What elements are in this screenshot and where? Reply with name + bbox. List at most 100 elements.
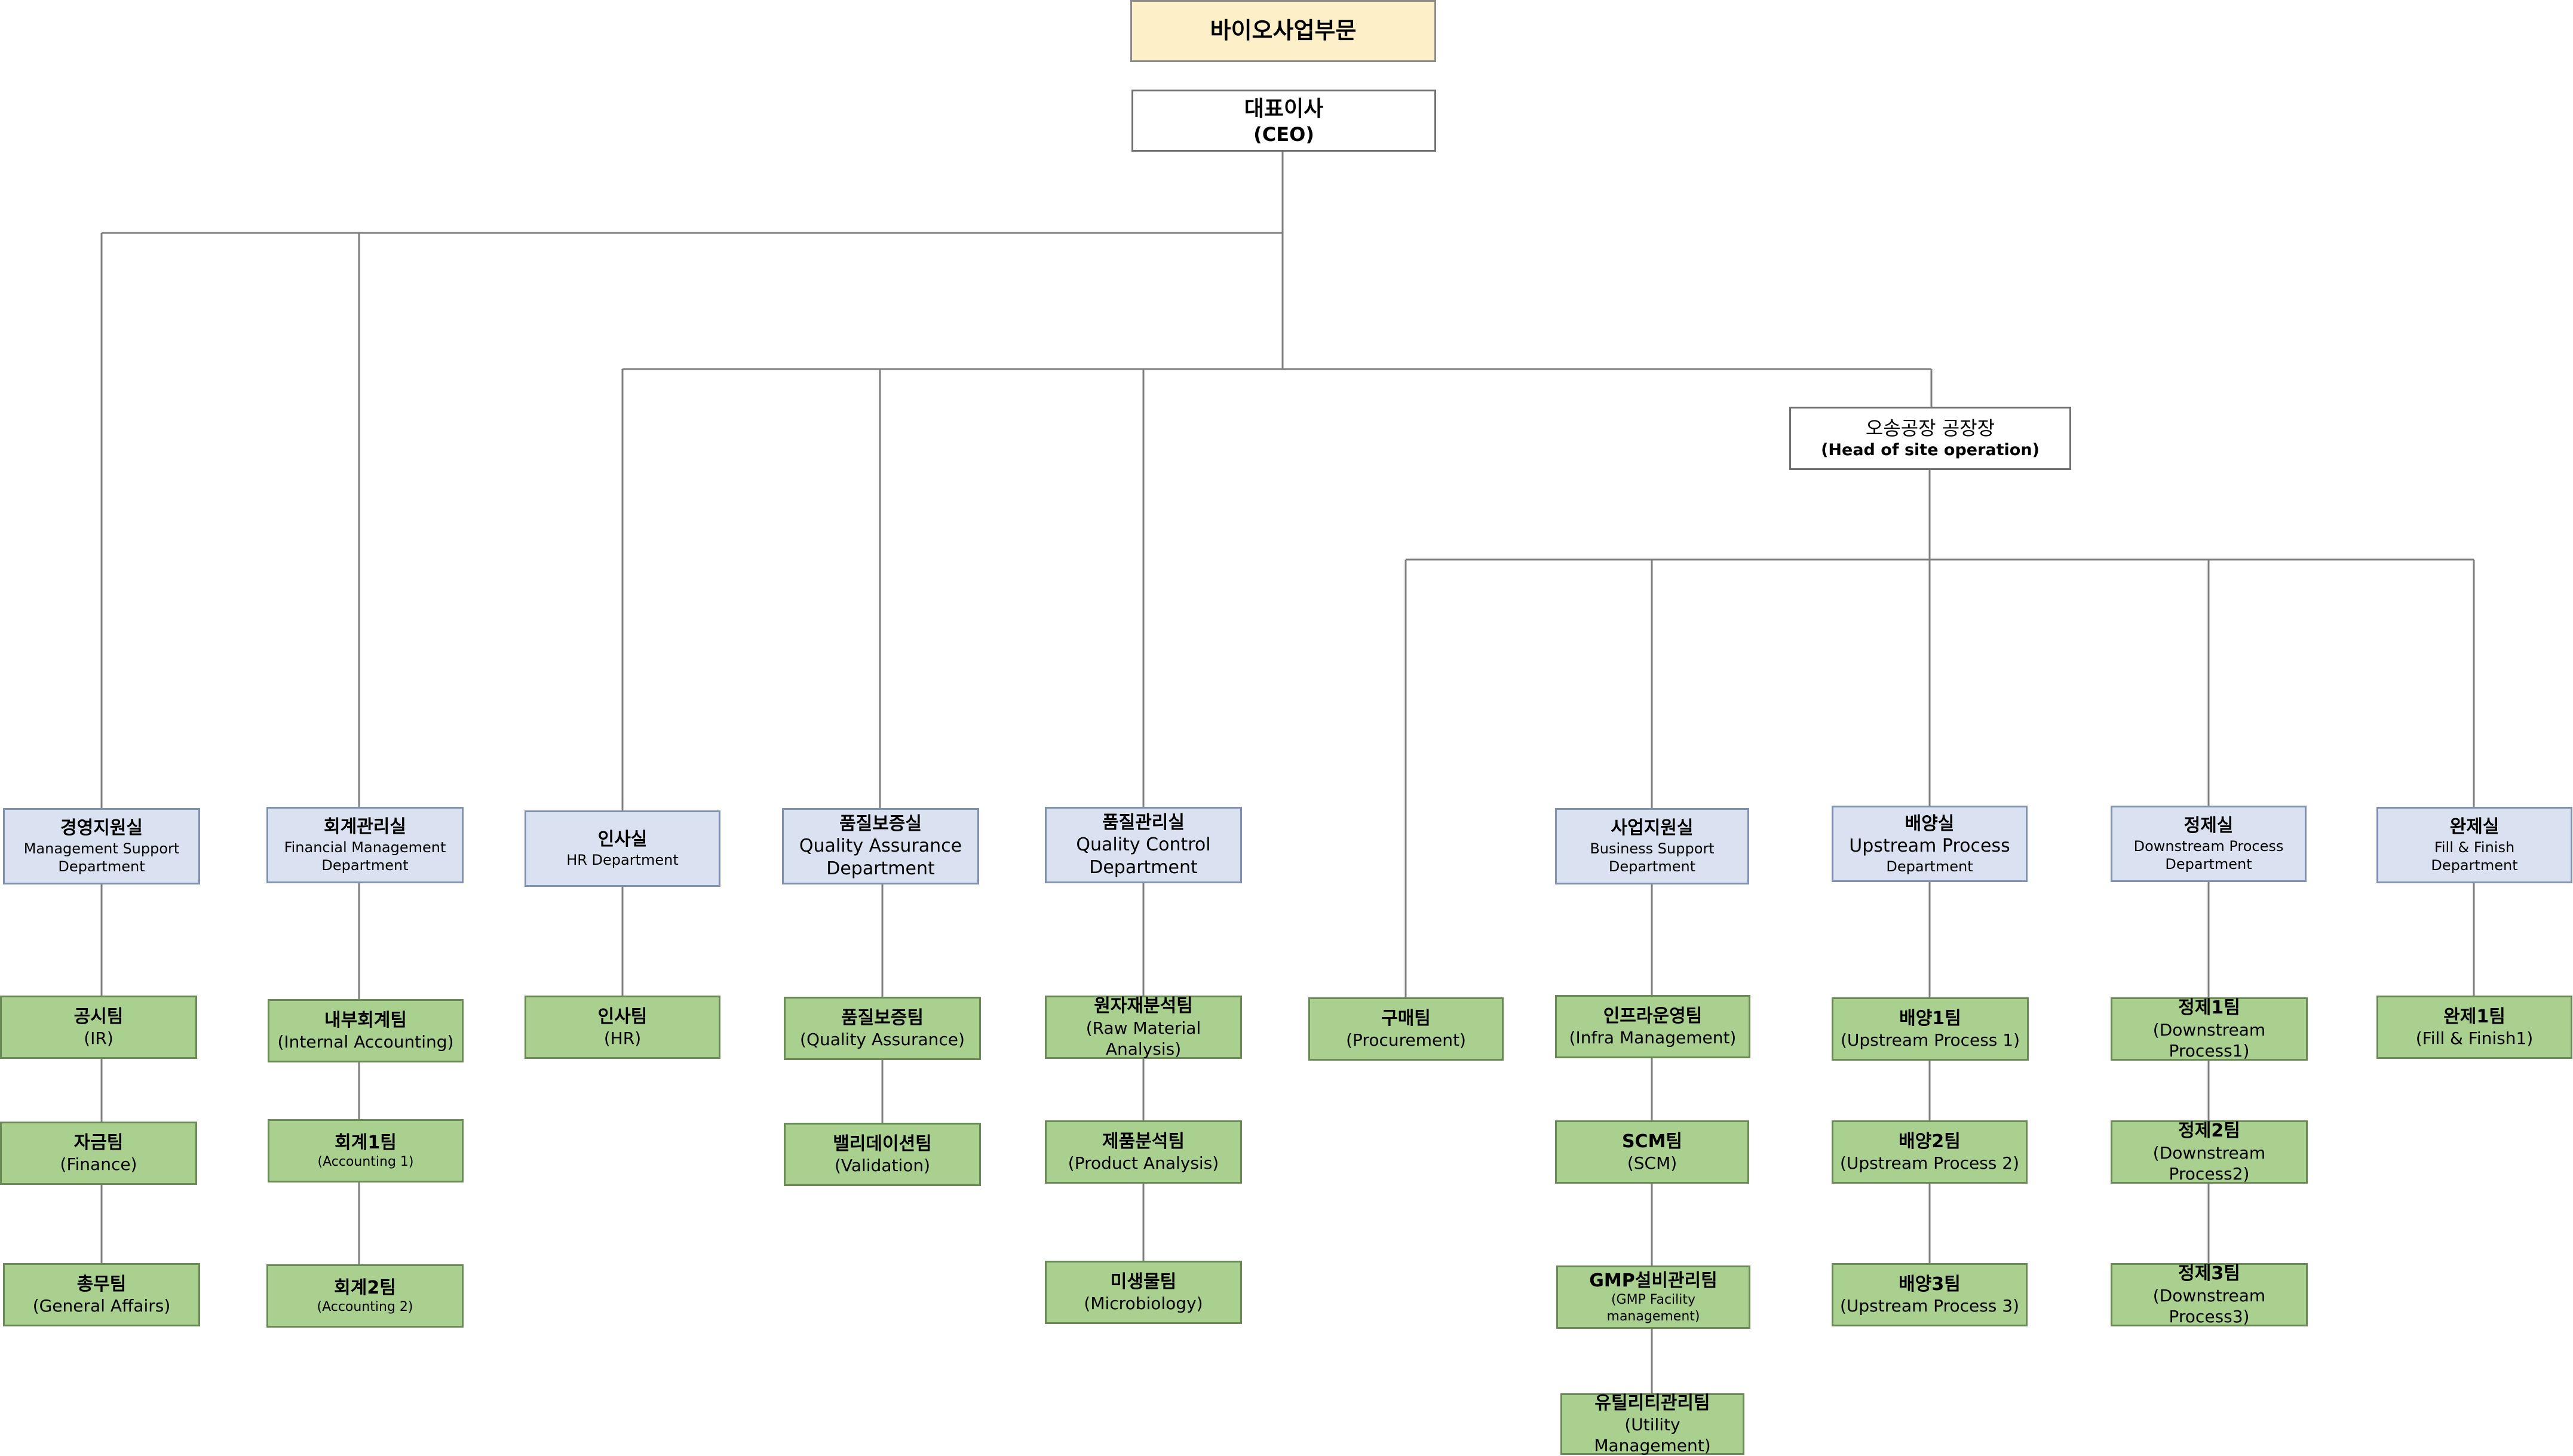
team-raw-material-analysis: 원자재분석팀 (Raw Material Analysis)	[1045, 996, 1242, 1059]
team-label-en: (Quality Assurance)	[800, 1030, 965, 1050]
dept-hr: 인사실 HR Department	[525, 810, 720, 887]
team-label-ko: 품질보증팀	[841, 1007, 924, 1028]
dept-label-en: Department	[1608, 858, 1696, 875]
team-label-en: (Microbiology)	[1084, 1294, 1203, 1314]
team-label-ko: 완제1팀	[2443, 1006, 2505, 1027]
team-label-en: (Fill & Finish1)	[2415, 1028, 2534, 1049]
team-product-analysis: 제품분석팀 (Product Analysis)	[1045, 1120, 1242, 1184]
dept-label-en: Department	[826, 858, 935, 879]
team-label-ko: 자금팀	[73, 1132, 124, 1153]
dept-label-ko: 품질관리실	[1102, 812, 1185, 833]
team-downstream-1: 정제1팀 (Downstream Process1)	[2111, 997, 2308, 1061]
team-validation: 밸리데이션팀 (Validation)	[784, 1123, 981, 1186]
team-label-ko: 회계1팀	[335, 1132, 397, 1153]
team-label-en: (Upstream Process 1)	[1840, 1030, 2020, 1050]
team-label-en: (Utility Management)	[1594, 1415, 1711, 1456]
team-infra-management: 인프라운영팀 (Infra Management)	[1555, 995, 1750, 1058]
dept-label-en: Department	[2165, 855, 2252, 873]
dept-label-en: Management Support	[23, 840, 180, 857]
dept-label-en: Department	[2431, 856, 2518, 874]
team-fill-finish-1: 완제1팀 (Fill & Finish1)	[2376, 996, 2572, 1059]
team-internal-accounting: 내부회계팀 (Internal Accounting)	[268, 999, 464, 1062]
site-head-label-ko: 오송공장 공장장	[1865, 417, 1995, 440]
dept-quality-control: 품질관리실 Quality Control Department	[1045, 807, 1242, 883]
dept-label-en: Department	[1089, 856, 1198, 878]
team-upstream-1: 배양1팀 (Upstream Process 1)	[1832, 997, 2029, 1061]
team-label-en: (Procurement)	[1346, 1030, 1466, 1050]
division-title: 바이오사업부문	[1130, 0, 1436, 62]
team-label-ko: 인프라운영팀	[1603, 1005, 1703, 1027]
team-utility-management: 유틸리티관리팀 (Utility Management)	[1560, 1393, 1744, 1455]
dept-label-ko: 완제실	[2449, 816, 2500, 838]
dept-fill-finish: 완제실 Fill & Finish Department	[2376, 807, 2572, 883]
dept-label-ko: 경영지원실	[60, 818, 143, 839]
dept-label-en: Department	[1886, 858, 1973, 875]
dept-upstream: 배양실 Upstream Process Department	[1832, 806, 2028, 882]
team-label-en: (GMP Facility management)	[1606, 1292, 1700, 1324]
dept-label-en: Department	[58, 858, 145, 875]
dept-label-ko: 배양실	[1905, 813, 1955, 834]
dept-label-en: Department	[321, 856, 409, 874]
team-label-en: (Accounting 1)	[317, 1154, 414, 1169]
dept-label-en: Business Support	[1590, 840, 1715, 857]
site-head-box: 오송공장 공장장 (Head of site operation)	[1789, 407, 2071, 470]
team-label-ko: 정제2팀	[2178, 1120, 2240, 1142]
team-label-ko: 인사팀	[597, 1006, 648, 1027]
dept-label-en: Fill & Finish	[2434, 838, 2515, 856]
team-accounting-1: 회계1팀 (Accounting 1)	[268, 1119, 464, 1182]
team-label-ko: 유틸리티관리팀	[1594, 1392, 1710, 1414]
dept-management-support: 경영지원실 Management Support Department	[3, 808, 200, 884]
dept-downstream: 정제실 Downstream Process Department	[2111, 806, 2307, 882]
ceo-label-ko: 대표이사	[1244, 96, 1324, 121]
team-microbiology: 미생물팀 (Microbiology)	[1045, 1261, 1242, 1324]
team-finance: 자금팀 (Finance)	[0, 1122, 197, 1185]
ceo-label-en: (CEO)	[1253, 122, 1314, 146]
team-label-en: (HR)	[603, 1028, 642, 1049]
team-scm: SCM팀 (SCM)	[1555, 1120, 1749, 1184]
team-label-ko: 미생물팀	[1110, 1271, 1177, 1292]
dept-label-en: Quality Assurance	[799, 835, 962, 857]
dept-label-en: Financial Management	[284, 838, 446, 856]
team-upstream-3: 배양3팀 (Upstream Process 3)	[1832, 1263, 2028, 1326]
team-ir: 공시팀 (IR)	[0, 996, 197, 1059]
team-label-en: (General Affairs)	[32, 1296, 171, 1316]
team-label-en: (Upstream Process 3)	[1839, 1296, 2020, 1316]
team-quality-assurance: 품질보증팀 (Quality Assurance)	[784, 997, 981, 1060]
team-label-en: (Internal Accounting)	[277, 1032, 454, 1052]
dept-label-ko: 정제실	[2183, 815, 2234, 837]
team-accounting-2: 회계2팀 (Accounting 2)	[266, 1264, 464, 1328]
team-label-en: (Downstream Process1)	[2152, 1019, 2266, 1061]
team-label-ko: 배양2팀	[1899, 1131, 1961, 1152]
division-label: 바이오사업부문	[1210, 17, 1357, 44]
team-label-en: (Infra Management)	[1569, 1028, 1737, 1048]
team-upstream-2: 배양2팀 (Upstream Process 2)	[1832, 1120, 2028, 1184]
team-label-ko: 내부회계팀	[324, 1009, 407, 1031]
team-label-en: (Raw Material Analysis)	[1085, 1018, 1201, 1059]
dept-label-ko: 품질보증실	[839, 813, 922, 834]
team-label-ko: 정제1팀	[2178, 997, 2240, 1019]
team-label-ko: 공시팀	[73, 1006, 124, 1027]
team-label-ko: 밸리데이션팀	[833, 1133, 932, 1154]
site-head-label-en: (Head of site operation)	[1821, 441, 2040, 460]
dept-label-en: Downstream Process	[2133, 837, 2284, 855]
team-label-ko: 회계2팀	[334, 1277, 396, 1298]
team-label-ko: 배양3팀	[1899, 1273, 1961, 1295]
team-label-ko: 제품분석팀	[1102, 1131, 1185, 1152]
team-label-en: (Downstream Process3)	[2152, 1285, 2266, 1326]
team-general-affairs: 총무팀 (General Affairs)	[3, 1263, 200, 1326]
team-label-en: (IR)	[84, 1028, 114, 1049]
team-downstream-2: 정제2팀 (Downstream Process2)	[2111, 1120, 2308, 1184]
team-label-ko: 배양1팀	[1899, 1007, 1961, 1029]
team-label-ko: 총무팀	[76, 1273, 127, 1295]
team-procurement: 구매팀 (Procurement)	[1308, 997, 1504, 1061]
dept-label-ko: 인사실	[597, 829, 648, 850]
team-label-en: (Upstream Process 2)	[1839, 1153, 2020, 1174]
team-label-en: (Validation)	[834, 1156, 931, 1176]
dept-quality-assurance: 품질보증실 Quality Assurance Department	[782, 808, 979, 884]
dept-label-en: HR Department	[566, 851, 679, 868]
dept-label-en: Quality Control	[1076, 834, 1211, 856]
team-label-en: (Downstream Process2)	[2152, 1142, 2266, 1184]
team-label-en: (Accounting 2)	[317, 1300, 413, 1314]
dept-business-support: 사업지원실 Business Support Department	[1555, 808, 1749, 884]
